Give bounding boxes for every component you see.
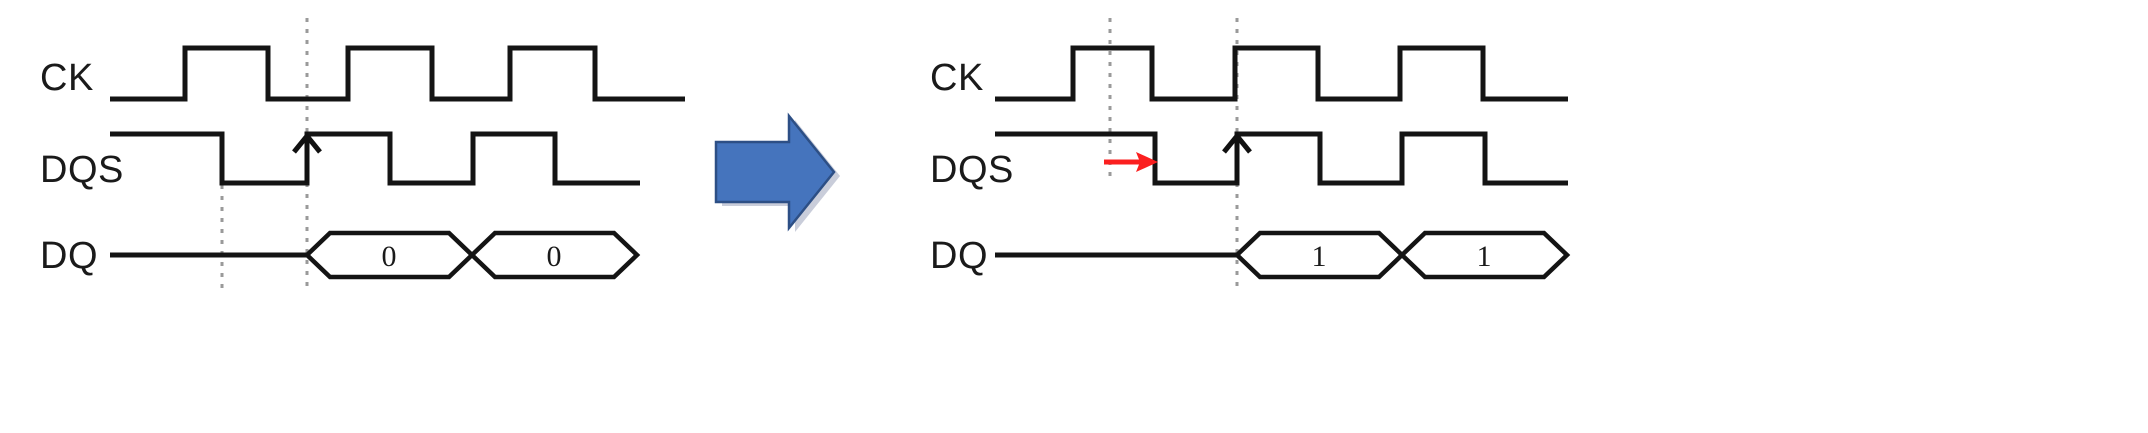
signal-label-dq-right: DQ bbox=[930, 235, 988, 277]
waveform-ck-right bbox=[995, 45, 1568, 102]
dq-data-window-left-2 bbox=[468, 230, 641, 280]
signal-label-dq-left: DQ bbox=[40, 235, 98, 277]
block-right-arrow-icon bbox=[714, 112, 836, 232]
transition-arrow bbox=[714, 112, 840, 232]
dq-data-value-right-2: 1 bbox=[1477, 240, 1492, 273]
waveform-ck-left bbox=[110, 45, 685, 102]
signal-label-ck-right: CK bbox=[930, 57, 984, 99]
panel-after: CK DQS DQ 1 1 bbox=[930, 18, 1571, 290]
shift-right-arrow-icon bbox=[1104, 152, 1158, 172]
dq-data-value-left-2: 0 bbox=[547, 240, 562, 273]
dq-data-value-left-1: 0 bbox=[382, 240, 397, 273]
signal-label-dqs-right: DQS bbox=[930, 149, 1014, 191]
rising-edge-arrow-right bbox=[1222, 132, 1252, 183]
waveform-dqs-left bbox=[110, 131, 640, 186]
rising-edge-arrow-left bbox=[292, 132, 322, 183]
waveform-dqs-right bbox=[995, 131, 1568, 186]
signal-label-dqs-left: DQS bbox=[40, 149, 124, 191]
signal-label-ck-left: CK bbox=[40, 57, 94, 99]
dq-data-window-right-2 bbox=[1398, 230, 1571, 280]
dq-data-value-right-1: 1 bbox=[1312, 240, 1327, 273]
panel-before: CK DQS DQ 0 0 bbox=[40, 18, 685, 290]
